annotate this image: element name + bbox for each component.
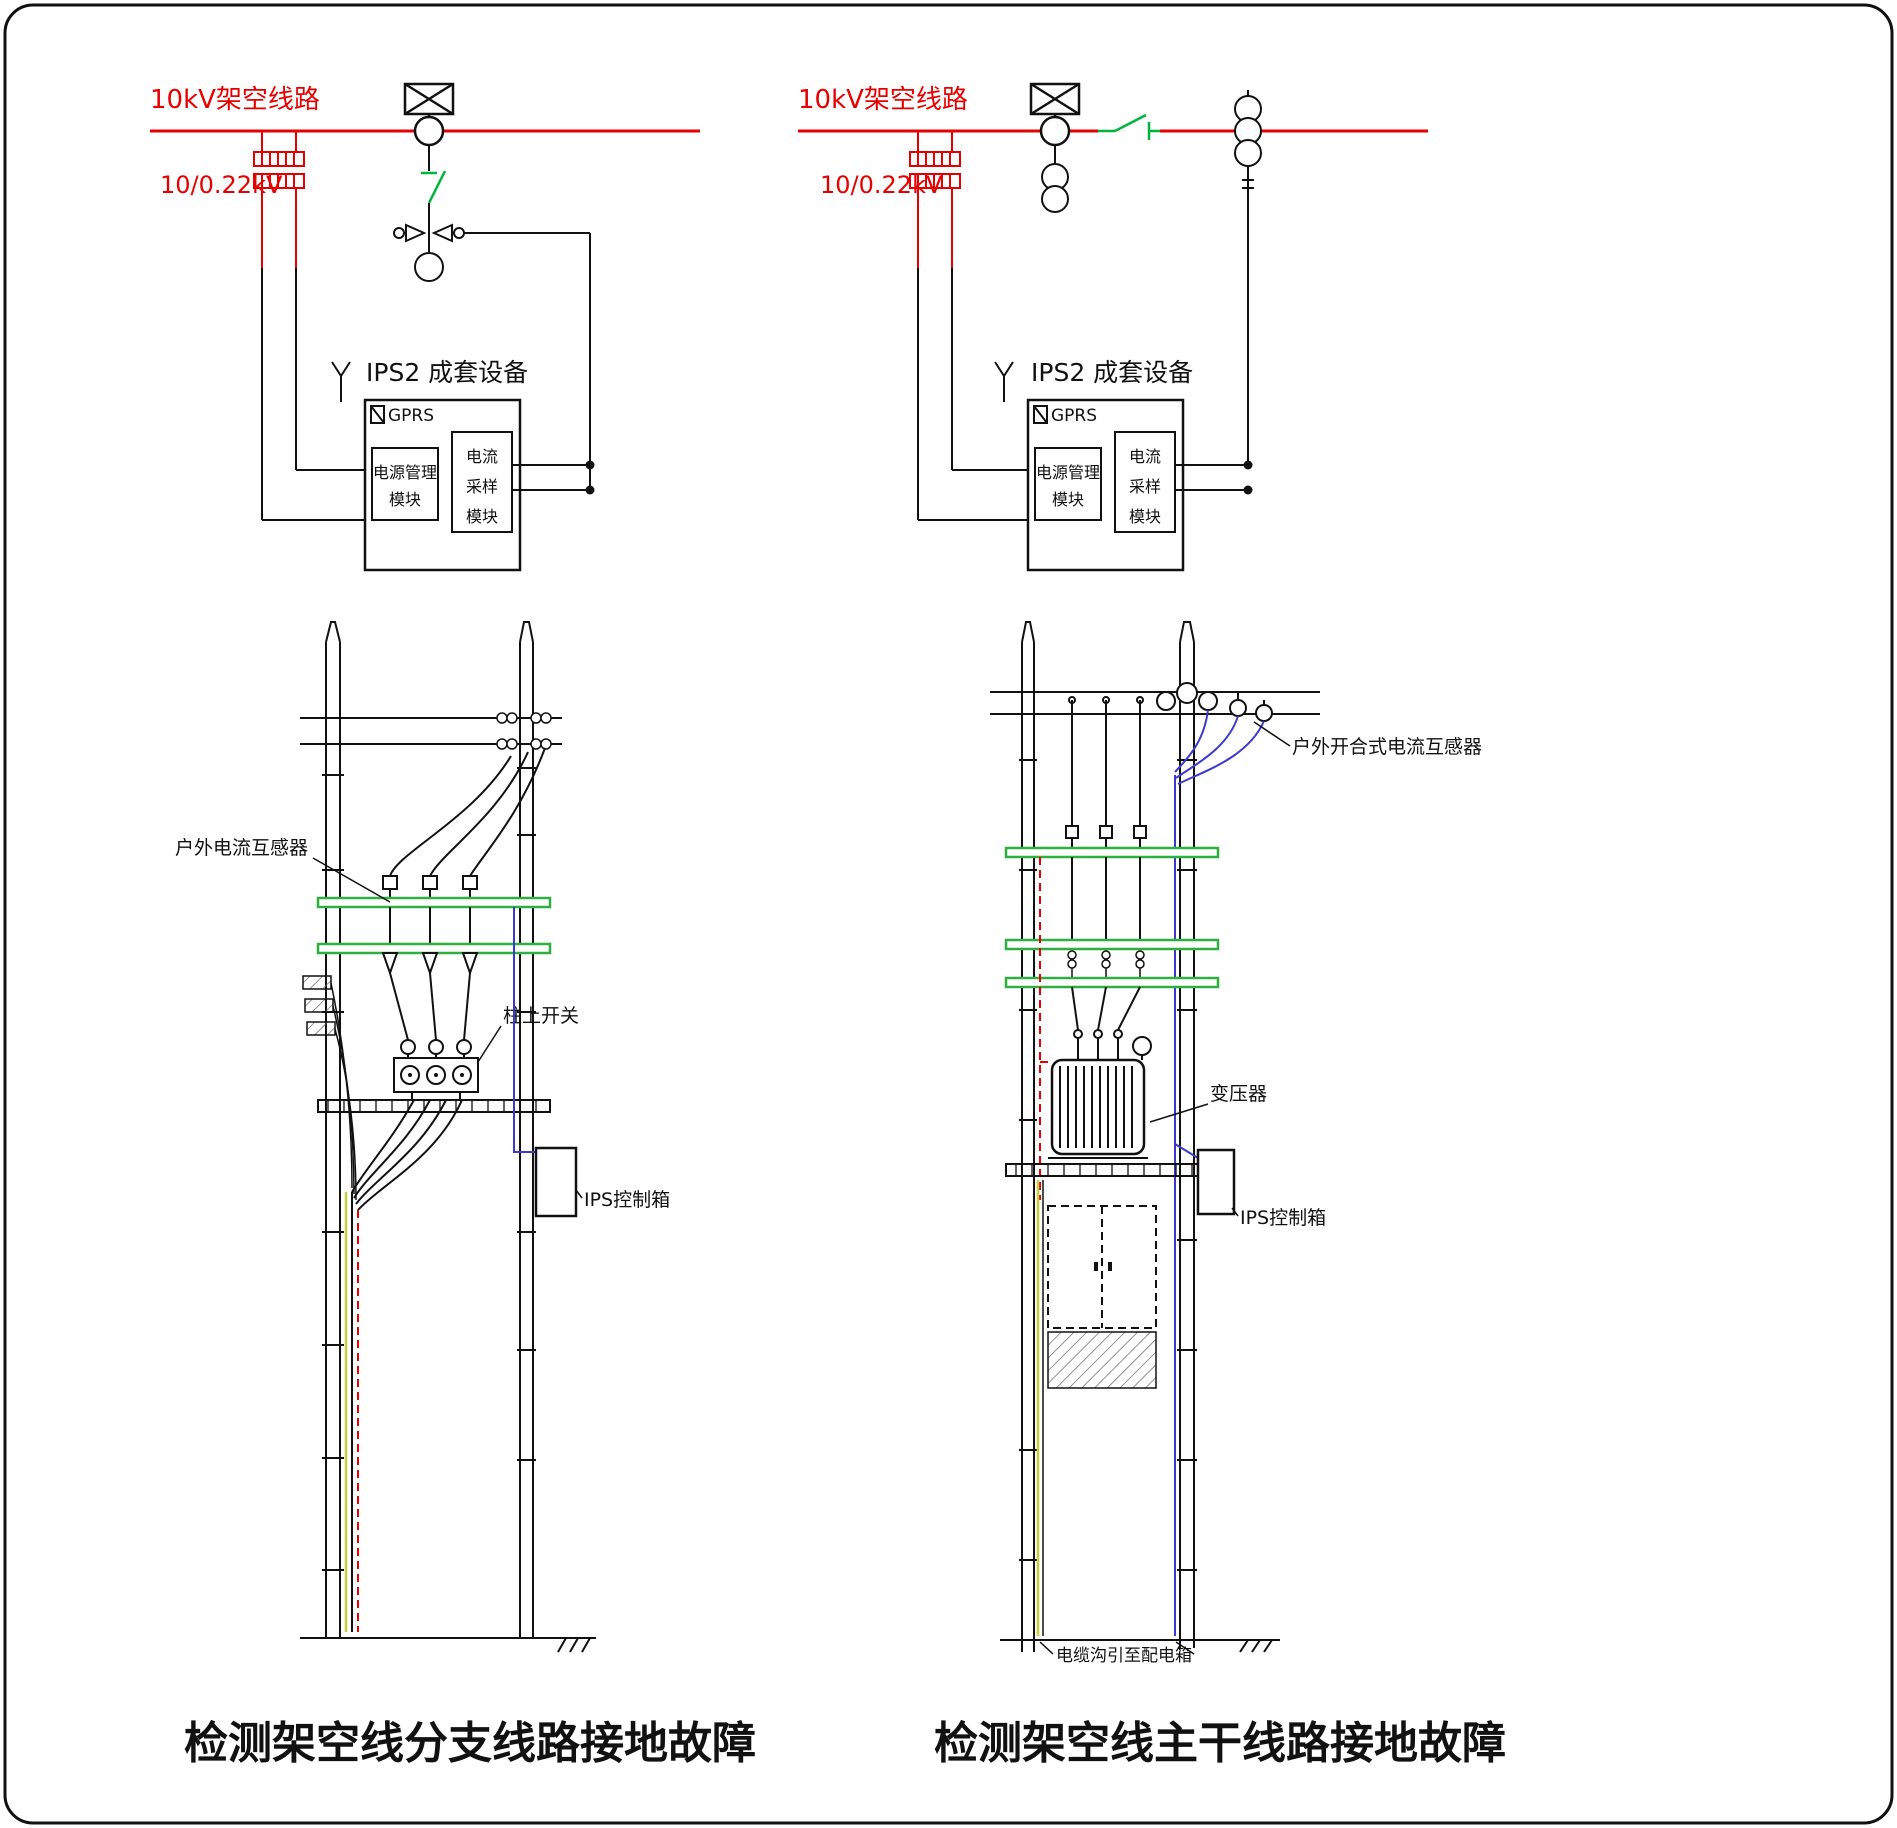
transformer-ratio-label: 10/0.22kV xyxy=(820,171,943,199)
distribution-transformer-icon xyxy=(909,131,961,268)
transformer-label: 变压器 xyxy=(1210,1083,1267,1105)
drop-cables xyxy=(1068,696,1144,826)
outdoor-ct-label: 户外开合式电流互感器 xyxy=(1292,736,1482,758)
pole-switch-icon xyxy=(393,1039,479,1100)
gprs-label: GPRS xyxy=(1051,406,1097,426)
pole-left xyxy=(1019,621,1037,1652)
cable-trench-leader xyxy=(1175,1641,1195,1655)
cabinet-foundation xyxy=(1047,1331,1157,1389)
line-insulator-icons xyxy=(496,712,552,750)
schematic-main: 10kV架空线路 10/0.22kV xyxy=(798,82,1428,572)
current-module-box xyxy=(1114,431,1176,533)
current-module-box xyxy=(451,431,513,533)
ground-line xyxy=(300,1637,596,1653)
overhead-conductors xyxy=(300,717,562,745)
platform xyxy=(317,1099,551,1113)
pt-stack-icon xyxy=(1041,163,1069,213)
drawing-main-pole: 户外开合式电流互感器 xyxy=(990,621,1482,1666)
device-title: IPS2 成套设备 xyxy=(1031,358,1193,387)
signal-cable-blue xyxy=(513,907,536,1153)
outdoor-ct-leader xyxy=(312,857,391,903)
current-module-label: 模块 xyxy=(1129,507,1161,526)
crossarm-upper xyxy=(316,896,552,909)
current-module-label: 采样 xyxy=(466,477,498,496)
drawing-branch-pole: 柱上开关 IPS控制箱 户外电 xyxy=(175,621,670,1653)
current-module-label: 电流 xyxy=(1129,447,1161,466)
device-box xyxy=(363,398,522,572)
ct-signal-cables-blue xyxy=(1174,709,1265,1636)
pole-right xyxy=(517,621,536,1638)
schematic-branch: 10kV架空线路 10/0.22kV xyxy=(150,82,700,572)
caption-branch: 检测架空线分支线路接地故障 xyxy=(184,1718,756,1769)
ips-control-box xyxy=(1196,1148,1236,1216)
power-module-label: 电源管理 xyxy=(1036,463,1100,482)
transformer-icon xyxy=(1048,1029,1152,1159)
crossarm-upper xyxy=(1004,846,1220,859)
power-module-label: 模块 xyxy=(1052,490,1084,509)
junction-dot xyxy=(585,485,595,495)
device-title: IPS2 成套设备 xyxy=(366,358,528,387)
cable-terminal-icon xyxy=(393,221,465,245)
transformer-ratio-label: 10/0.22kV xyxy=(160,171,283,199)
fault-path-dashed xyxy=(1039,857,1052,1200)
cable-clamp-icons xyxy=(302,975,357,1201)
insulator-string-icons xyxy=(1067,950,1145,978)
power-module-label: 模块 xyxy=(389,490,421,509)
drop-cables xyxy=(389,747,546,877)
line-ct-stack-icon xyxy=(1234,90,1262,465)
power-module-label: 电源管理 xyxy=(373,463,437,482)
dropout-fuse-icon xyxy=(403,82,455,147)
junction-dot xyxy=(1243,460,1253,470)
gprs-icon xyxy=(1033,405,1048,424)
junction-dot xyxy=(1243,485,1253,495)
crossarm-lower xyxy=(316,942,552,955)
crossarm-lower xyxy=(1004,976,1220,989)
device-box xyxy=(1026,398,1185,572)
clampon-ct-icons xyxy=(1229,692,1273,722)
current-module-label: 模块 xyxy=(466,507,498,526)
power-module-box xyxy=(371,447,439,521)
leads-to-transformer xyxy=(1071,986,1141,1031)
pole-switch-leader xyxy=(477,1025,502,1063)
page-border xyxy=(3,3,1894,1825)
ips-control-box xyxy=(534,1146,578,1218)
crossarm-middle xyxy=(1004,938,1220,951)
distribution-transformer-icon xyxy=(253,131,305,268)
power-module-box xyxy=(1034,447,1102,521)
current-module-label: 电流 xyxy=(466,447,498,466)
ips-box-label: IPS控制箱 xyxy=(1240,1207,1326,1229)
caption-main: 检测架空线主干线路接地故障 xyxy=(934,1718,1506,1769)
dropout-fuse-icon xyxy=(1029,82,1081,147)
outdoor-ct-icons xyxy=(382,875,478,898)
overhead-line-label: 10kV架空线路 xyxy=(798,85,968,115)
pt-icon xyxy=(414,252,444,282)
line-disconnect-switch-icon xyxy=(1098,113,1160,140)
cable-trench-leader xyxy=(1039,1641,1054,1655)
antenna-icon xyxy=(994,361,1014,402)
disconnect-switch-icon xyxy=(421,170,447,204)
overhead-line-label: 10kV架空线路 xyxy=(150,85,320,115)
outdoor-ct-label: 户外电流互感器 xyxy=(175,837,308,859)
pole-top-ct-icons xyxy=(1156,682,1218,711)
pole-left xyxy=(322,621,344,1638)
ips-box-leader xyxy=(1231,1207,1239,1217)
ground-line xyxy=(1000,1639,1280,1653)
outdoor-ct-leader xyxy=(1253,721,1291,747)
gprs-icon xyxy=(370,405,385,424)
lv-cable-bundle xyxy=(351,1099,463,1632)
current-module-label: 采样 xyxy=(1129,477,1161,496)
post-insulator-icons xyxy=(381,952,479,1041)
ips-box-leader xyxy=(575,1189,583,1199)
cable-trench-label: 电缆沟引至配电箱 xyxy=(1056,1646,1192,1666)
junction-dot xyxy=(585,460,595,470)
ips-box-label: IPS控制箱 xyxy=(584,1189,670,1211)
pole-switch-label: 柱上开关 xyxy=(503,1005,579,1027)
gprs-label: GPRS xyxy=(388,406,434,426)
transformer-leader xyxy=(1149,1103,1209,1123)
distribution-cabinet xyxy=(1047,1205,1157,1329)
antenna-icon xyxy=(331,361,351,402)
outdoor-ct-icons xyxy=(1065,825,1147,848)
platform xyxy=(1005,1163,1219,1177)
